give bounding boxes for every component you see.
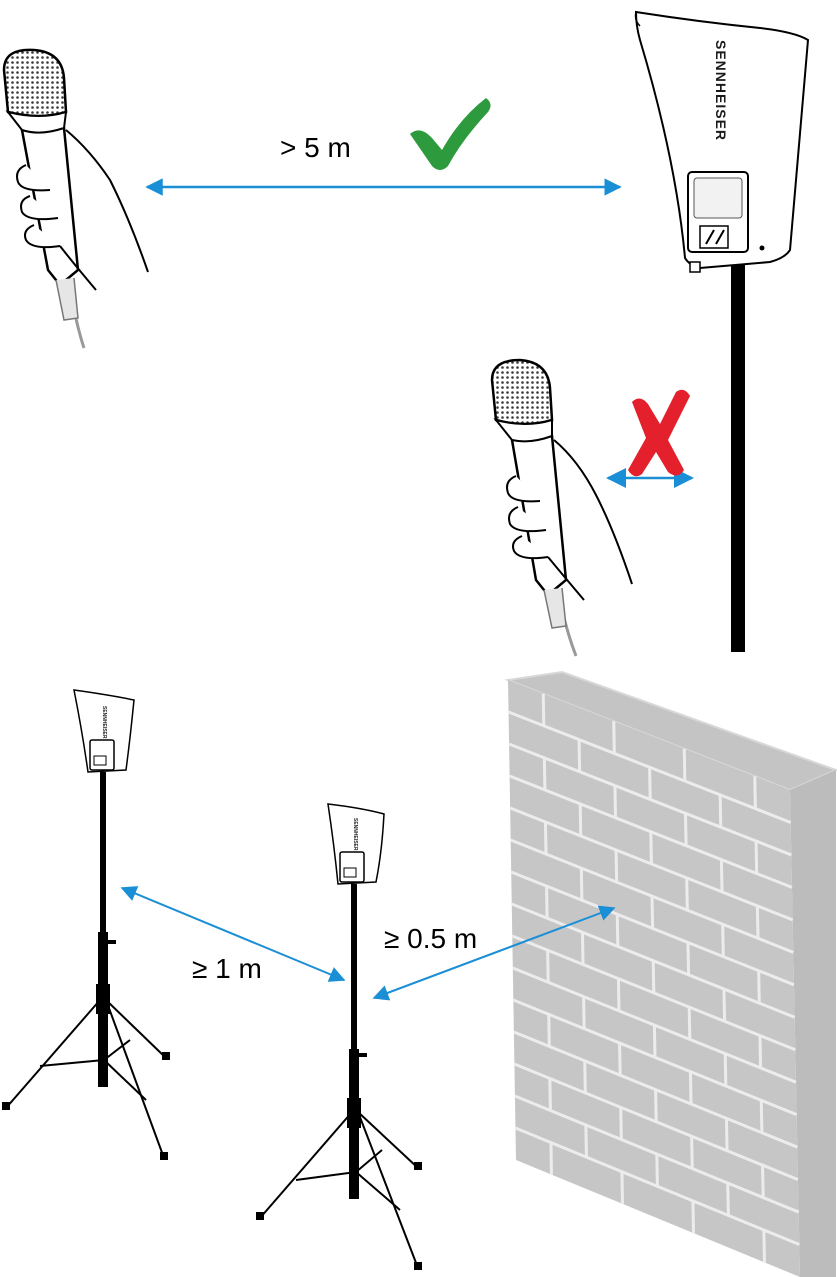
handheld-microphone-far: [2, 48, 149, 349]
mortar-joint: [654, 1089, 658, 1122]
brand-label-small-2: SENNHEISER: [352, 818, 358, 851]
mortar-joint: [687, 1007, 692, 1040]
mortar-joint: [583, 1060, 587, 1093]
mortar-joint: [759, 1100, 764, 1133]
mortar-joint: [619, 1107, 623, 1140]
mortar-joint: [754, 841, 759, 874]
mortar-joint: [541, 693, 546, 726]
mortar-joint: [719, 859, 724, 892]
mortar-joint: [688, 1071, 693, 1104]
mortar-joint: [755, 905, 760, 939]
antenna-tripod-left: SENNHEISER: [2, 689, 170, 1160]
mortar-joint: [682, 748, 687, 782]
distance-label-far: > 5 m: [280, 132, 351, 163]
mortar-joint: [612, 721, 616, 754]
check-mark-icon: [410, 98, 491, 170]
mortar-joint: [613, 785, 617, 818]
mortar-joint: [651, 960, 656, 993]
mortar-joint: [545, 886, 549, 919]
mortar-joint: [686, 942, 691, 975]
distance-label-to-wall: ≥ 0.5 m: [384, 923, 477, 954]
directional-antenna-large: SENNHEISER: [634, 10, 810, 652]
cross-mark-icon: [628, 389, 690, 477]
mortar-joint: [542, 757, 547, 790]
mortar-joint: [546, 950, 550, 983]
mortar-joint: [718, 794, 723, 828]
mortar-joint: [691, 1200, 695, 1234]
antenna-tripod-right: SENNHEISER: [256, 803, 422, 1270]
distance-arrow-to-wall: [372, 905, 616, 1001]
mortar-joint: [614, 849, 619, 883]
mortar-joint: [543, 821, 548, 855]
mortar-joint: [726, 1183, 730, 1216]
mortar-joint: [685, 877, 689, 911]
mortar-joint: [683, 813, 688, 846]
mortar-joint: [615, 914, 620, 947]
mortar-joint: [722, 988, 727, 1022]
mortar-joint: [616, 978, 621, 1011]
mortar-joint: [584, 1124, 588, 1158]
mortar-joint: [618, 1042, 622, 1076]
mortar-joint: [757, 970, 761, 1004]
mortar-joint: [762, 1229, 766, 1263]
mortar-joint: [724, 1118, 729, 1151]
mortar-joint: [652, 1025, 657, 1058]
mortar-joint: [577, 739, 582, 772]
mortar-joint: [578, 803, 583, 836]
mortar-joint: [758, 1035, 763, 1068]
mortar-joint: [510, 838, 794, 954]
brand-label-small: SENNHEISER: [101, 706, 107, 739]
mortar-joint: [547, 1014, 551, 1047]
mortar-joint: [548, 1078, 552, 1111]
distance-arrow-between-antennas: [120, 886, 346, 982]
mortar-joint: [582, 996, 586, 1029]
handheld-microphone-near: [490, 358, 633, 657]
mortar-joint: [650, 896, 655, 929]
mortar-joint: [753, 776, 757, 809]
mortar-joint: [723, 1053, 728, 1087]
mortar-joint: [620, 1171, 624, 1204]
distance-label-between-antennas: ≥ 1 m: [192, 953, 262, 984]
mortar-joint: [721, 924, 725, 957]
mortar-joint: [690, 1136, 694, 1169]
mortar-joint: [579, 868, 584, 901]
mortar-joint: [580, 932, 585, 965]
mortar-joint: [761, 1165, 765, 1198]
brand-label: SENNHEISER: [713, 40, 729, 141]
mortar-joint: [648, 767, 652, 800]
mortar-joint: [649, 831, 653, 864]
brick-wall: [504, 670, 837, 1277]
mortar-joint: [549, 1142, 553, 1175]
mortar-joint: [655, 1154, 659, 1187]
